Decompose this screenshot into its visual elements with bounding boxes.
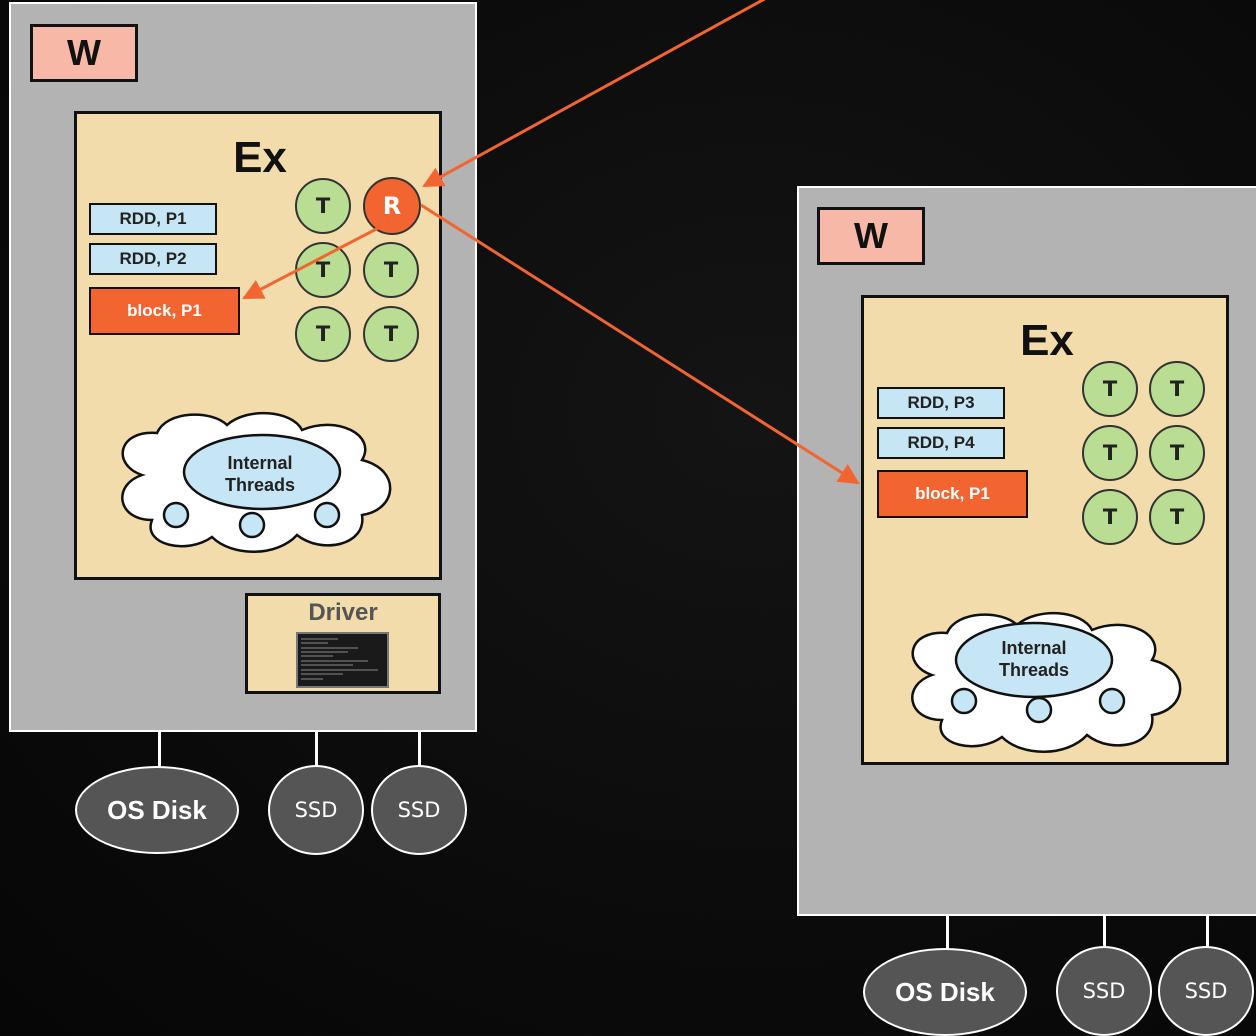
cloud-line-1: Internal [1001,638,1067,658]
task-circle: T [1082,361,1138,417]
disk-connector [946,916,949,952]
driver-title: Driver [308,599,378,626]
task-circle: T [1149,425,1205,481]
executor-title-right: Ex [1020,316,1074,365]
disk-connector [1103,916,1106,952]
disk-connector [158,732,161,768]
task-circle: T [295,306,351,362]
block-p1-left: block, P1 [89,287,240,335]
cloud-line-2: Threads [224,475,296,495]
block-p1-right: block, P1 [877,470,1028,518]
disk-connector [315,732,318,768]
task-circle: T [1082,489,1138,545]
task-circle: T [363,242,419,298]
task-circle: T [295,242,351,298]
internal-threads-cloud-left [121,411,392,553]
task-circle: T [363,306,419,362]
partition-rdd-p1-left: RDD, P1 [89,203,217,235]
task-circle: T [1149,361,1205,417]
cloud-line-2: Threads [998,660,1070,680]
disk-connector [418,732,421,768]
worker-label-right: W [817,207,925,265]
internal-threads-cloud-right [911,611,1182,753]
worker-label-left: W [30,24,138,82]
partition-rdd-p4-right: RDD, P4 [877,427,1005,459]
terminal-icon [296,632,389,688]
disk-connector [1206,916,1209,952]
receiver-circle: R [363,177,421,235]
ssd-right-2: SSD [1158,946,1254,1036]
internal-threads-label-right: Internal Threads [969,637,1099,681]
task-circle: T [1082,425,1138,481]
executor-title-left: Ex [233,133,287,182]
task-circle: T [1149,489,1205,545]
ssd-right-1: SSD [1056,946,1152,1036]
ssd-left-2: SSD [371,765,467,855]
partition-rdd-p3-right: RDD, P3 [877,387,1005,419]
terminal-lines [301,638,378,680]
remote-replicate-arrow [420,203,860,485]
partition-rdd-p2-left: RDD, P2 [89,243,217,275]
os-disk-right: OS Disk [863,948,1027,1036]
os-disk-left: OS Disk [75,766,239,854]
ssd-left-1: SSD [268,765,364,855]
cloud-line-1: Internal [227,453,293,473]
internal-threads-label-left: Internal Threads [195,452,325,496]
task-circle: T [295,178,351,234]
